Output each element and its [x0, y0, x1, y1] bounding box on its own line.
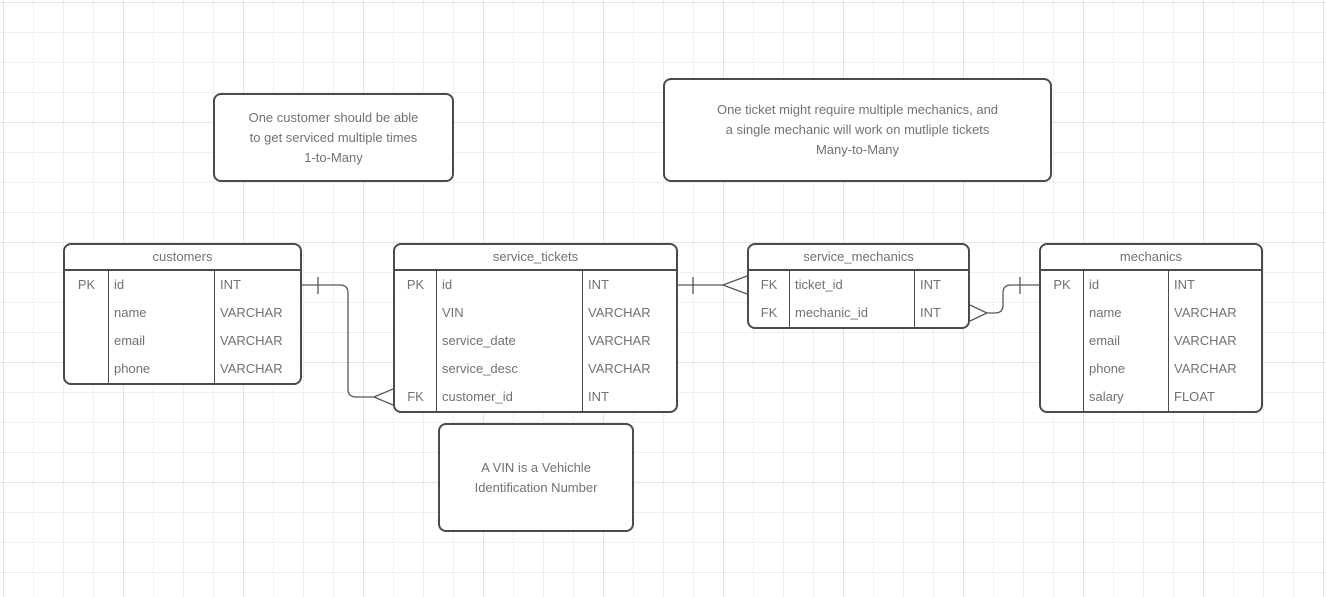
key-cell — [65, 355, 108, 383]
key-cell — [1041, 299, 1083, 327]
table-body: PK id INT name VARCHAR email VARCHAR pho… — [65, 271, 300, 383]
type-cell: VARCHAR — [214, 299, 300, 327]
table-body: PK id INT VIN VARCHAR service_date VARCH… — [395, 271, 676, 411]
field-cell: name — [1083, 299, 1168, 327]
field-cell: service_date — [436, 327, 582, 355]
table-row: email VARCHAR — [1041, 327, 1261, 355]
table-title: mechanics — [1041, 245, 1261, 271]
field-cell: VIN — [436, 299, 582, 327]
note-vin[interactable]: A VIN is a Vehichle Identification Numbe… — [438, 423, 634, 532]
table-row: phone VARCHAR — [1041, 355, 1261, 383]
table-row: service_date VARCHAR — [395, 327, 676, 355]
field-cell: id — [108, 271, 214, 299]
many-marker — [969, 304, 989, 322]
table-row: salary FLOAT — [1041, 383, 1261, 411]
field-cell: id — [436, 271, 582, 299]
connector-service-tickets-service-mechanics[interactable] — [678, 275, 748, 295]
table-row: PK id INT — [65, 271, 300, 299]
table-row: VIN VARCHAR — [395, 299, 676, 327]
field-cell: email — [108, 327, 214, 355]
field-cell: id — [1083, 271, 1168, 299]
note-text: A VIN is a Vehichle Identification Numbe… — [474, 459, 598, 495]
table-title: service_mechanics — [749, 245, 968, 271]
table-title: customers — [65, 245, 300, 271]
key-cell: PK — [77, 277, 96, 292]
many-marker — [372, 388, 394, 406]
entity-table-customers[interactable]: customers PK id INT name VARCHAR email V… — [63, 243, 302, 385]
field-cell: salary — [1083, 383, 1168, 411]
table-row: service_desc VARCHAR — [395, 355, 676, 383]
table-row: FK ticket_id INT — [749, 271, 968, 299]
field-cell: mechanic_id — [789, 299, 914, 327]
type-cell: INT — [914, 299, 968, 327]
type-cell: VARCHAR — [214, 355, 300, 383]
key-cell: FK — [407, 389, 424, 404]
key-cell — [65, 299, 108, 327]
connector-mechanics-service-mechanics[interactable] — [969, 277, 1039, 322]
table-row: FK customer_id INT — [395, 383, 676, 411]
table-row: PK id INT — [395, 271, 676, 299]
type-cell: INT — [582, 383, 676, 411]
field-cell: email — [1083, 327, 1168, 355]
type-cell: VARCHAR — [582, 327, 676, 355]
table-row: FK mechanic_id INT — [749, 299, 968, 327]
type-cell: VARCHAR — [1168, 327, 1261, 355]
note-text: One customer should be able to get servi… — [248, 109, 419, 165]
key-cell — [395, 355, 436, 383]
connector-customers-service-tickets[interactable] — [302, 277, 394, 406]
table-body: FK ticket_id INT FK mechanic_id INT — [749, 271, 968, 327]
many-marker — [721, 275, 748, 295]
note-customer-cardinality[interactable]: One customer should be able to get servi… — [213, 93, 454, 182]
table-row: email VARCHAR — [65, 327, 300, 355]
field-cell: phone — [108, 355, 214, 383]
table-row: PK id INT — [1041, 271, 1261, 299]
field-cell: service_desc — [436, 355, 582, 383]
key-cell: PK — [406, 277, 425, 292]
entity-table-mechanics[interactable]: mechanics PK id INT name VARCHAR email V… — [1039, 243, 1263, 413]
table-title: service_tickets — [395, 245, 676, 271]
note-mechanic-cardinality[interactable]: One ticket might require multiple mechan… — [663, 78, 1052, 182]
key-cell — [1041, 383, 1083, 411]
type-cell: FLOAT — [1168, 383, 1261, 411]
table-row: name VARCHAR — [1041, 299, 1261, 327]
field-cell: customer_id — [436, 383, 582, 411]
key-cell — [1041, 355, 1083, 383]
note-text: One ticket might require multiple mechan… — [716, 102, 999, 157]
key-cell: PK — [1053, 277, 1071, 292]
type-cell: INT — [214, 271, 300, 299]
type-cell: VARCHAR — [1168, 299, 1261, 327]
type-cell: VARCHAR — [1168, 355, 1261, 383]
type-cell: INT — [582, 271, 676, 299]
field-cell: name — [108, 299, 214, 327]
entity-table-service-mechanics[interactable]: service_mechanics FK ticket_id INT FK me… — [747, 243, 970, 329]
entity-table-service-tickets[interactable]: service_tickets PK id INT VIN VARCHAR se… — [393, 243, 678, 413]
key-cell: FK — [760, 277, 778, 292]
table-body: PK id INT name VARCHAR email VARCHAR pho… — [1041, 271, 1261, 411]
key-cell — [395, 299, 436, 327]
field-cell: ticket_id — [789, 271, 914, 299]
table-row: phone VARCHAR — [65, 355, 300, 383]
type-cell: VARCHAR — [582, 299, 676, 327]
key-cell: FK — [760, 305, 778, 320]
key-cell — [1041, 327, 1083, 355]
type-cell: INT — [914, 271, 968, 299]
field-cell: phone — [1083, 355, 1168, 383]
table-row: name VARCHAR — [65, 299, 300, 327]
type-cell: VARCHAR — [582, 355, 676, 383]
type-cell: INT — [1168, 271, 1261, 299]
key-cell — [395, 327, 436, 355]
type-cell: VARCHAR — [214, 327, 300, 355]
key-cell — [65, 327, 108, 355]
